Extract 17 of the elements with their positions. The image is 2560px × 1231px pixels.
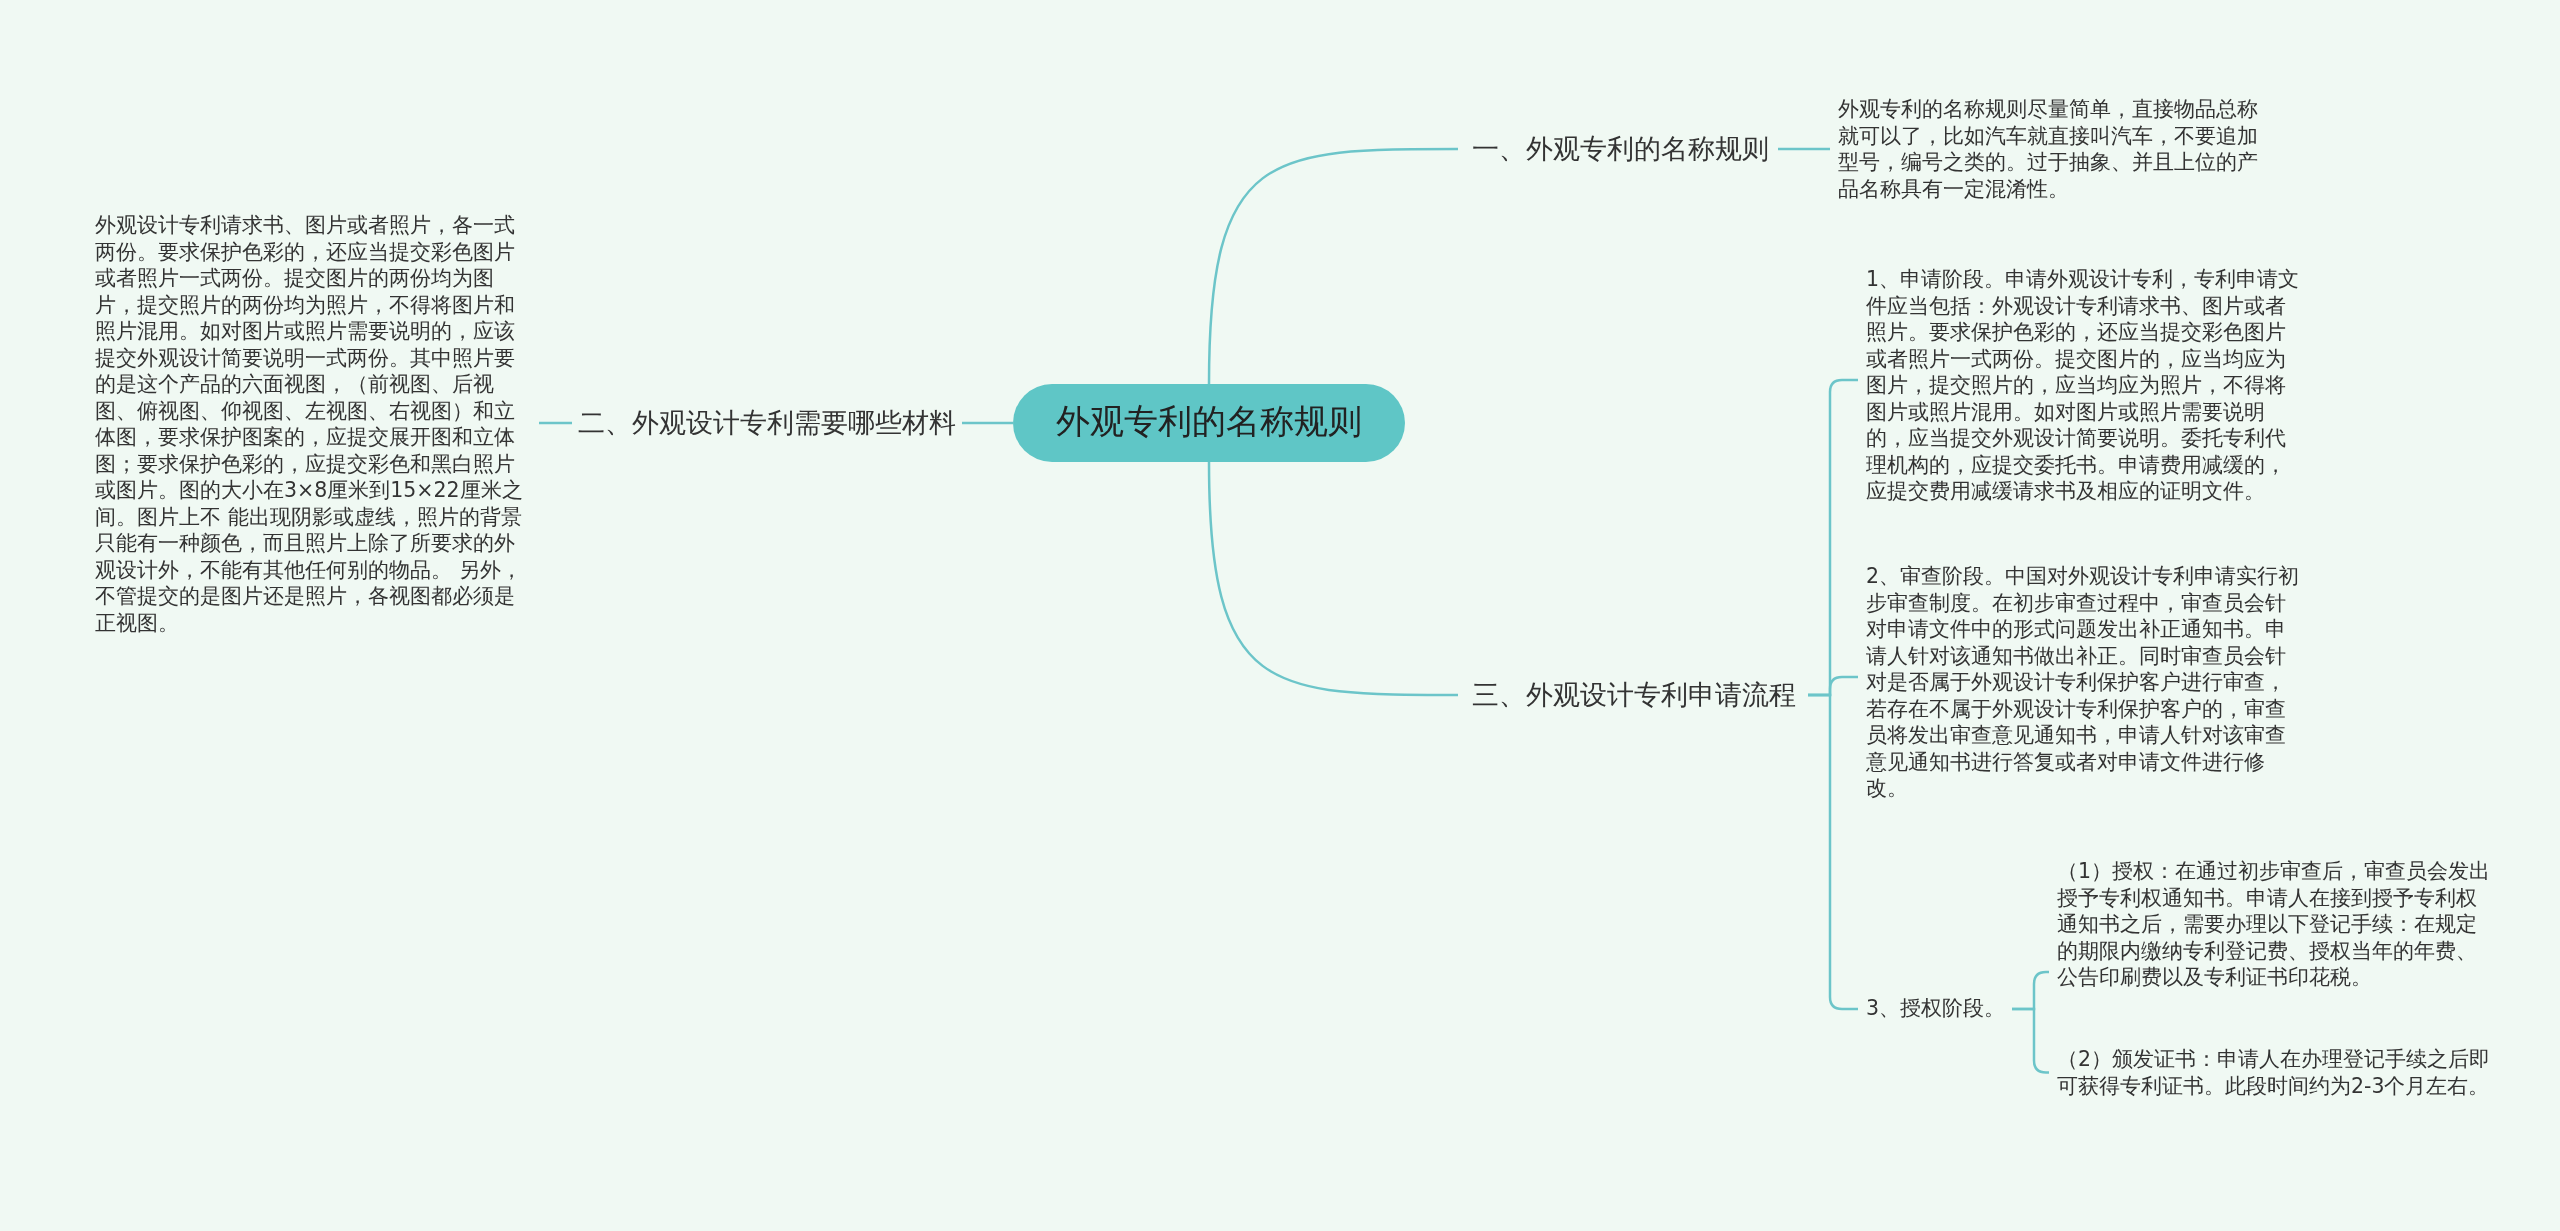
topic-label: 一、外观专利的名称规则 bbox=[1472, 131, 1772, 167]
note-text: 外观专利的名称规则尽量简单，直接物品总称就可以了，比如汽车就直接叫汽车，不要追加型号，编号之类的。过于抽象、并且上位的产品名称具有一定混淆性。 bbox=[1838, 96, 2278, 202]
topic-label: 二、外观设计专利需要哪些材料 bbox=[578, 405, 956, 441]
note-text: （2）颁发证书：申请人在办理登记手续之后即可获得专利证书。此段时间约为2-3个月左右。 bbox=[2057, 1046, 2497, 1099]
connector-line bbox=[1207, 461, 1458, 697]
note-text: 2、审查阶段。中国对外观设计专利申请实行初步审查制度。在初步审查过程中，审查员会针对申请文件中的形式问题发出补正通知书。申请人针对该通知书做出补正。同时审查员会针对是否属于外观设计专利保护客户进行审查，若存在不属于外观设计专利保护客户的，审查员将发出审查意见通知书，申请人针对该审查意见通知书进行答复或者对申请文件进行修改。 bbox=[1866, 563, 2306, 802]
connector-line bbox=[2012, 1007, 2049, 1074]
topic-label: 三、外观设计专利申请流程 bbox=[1472, 677, 1802, 713]
connector-line bbox=[1778, 147, 1830, 151]
root-topic: 外观专利的名称规则 bbox=[1013, 384, 1405, 462]
connector-line bbox=[962, 421, 1013, 425]
connector-line bbox=[539, 421, 572, 425]
note-text: 1、申请阶段。申请外观设计专利，专利申请文件应当包括：外观设计专利请求书、图片或者照片。要求保护色彩的，还应当提交彩色图片或者照片一式两份。提交图片的，应当均应为图片，提交照片的，应当均应为照片，不得将图片或照片混用。如对图片或照片需要说明的，应当提交外观设计简要说明。委托专利代理机构的，应提交委托书。申请费用减缓的，应提交费用减缓请求书及相应的证明文件。 bbox=[1866, 266, 2306, 505]
note-text: （1）授权：在通过初步审查后，审查员会发出授予专利权通知书。申请人在接到授予专利权通知书之后，需要办理以下登记手续：在规定的期限内缴纳专利登记费、授权当年的年费、公告印刷费以及专利证书印花税。 bbox=[2057, 858, 2497, 991]
note-text: 外观设计专利请求书、图片或者照片，各一式两份。要求保护色彩的，还应当提交彩色图片或者照片一式两份。提交图片的两份均为图片，提交照片的两份均为照片，不得将图片和照片混用。如对图片或照片需要说明的，应该提交外观设计简要说明一式两份。其中照片要的是这个产品的六面视图，（前视图、后视图、俯视图、仰视图、左视图、右视图）和立体图，要求保护图案的，应提交展开图和立体图；要求保护色彩的，应提交彩色和黑白照片或图片。图的大小在3×8厘米到15×22厘米之间。图片上不 能出现阴影或虚线，照片的背景只能有一种颜色，而且照片上除了所要求的外观设计外，不能有其他任何别的物品。 另外，不管提交的是图片还是照片，各视图都必须是正视图。 bbox=[95, 212, 533, 636]
topic-label: 3、授权阶段。 bbox=[1866, 995, 2006, 1023]
connector-line bbox=[1207, 147, 1458, 385]
